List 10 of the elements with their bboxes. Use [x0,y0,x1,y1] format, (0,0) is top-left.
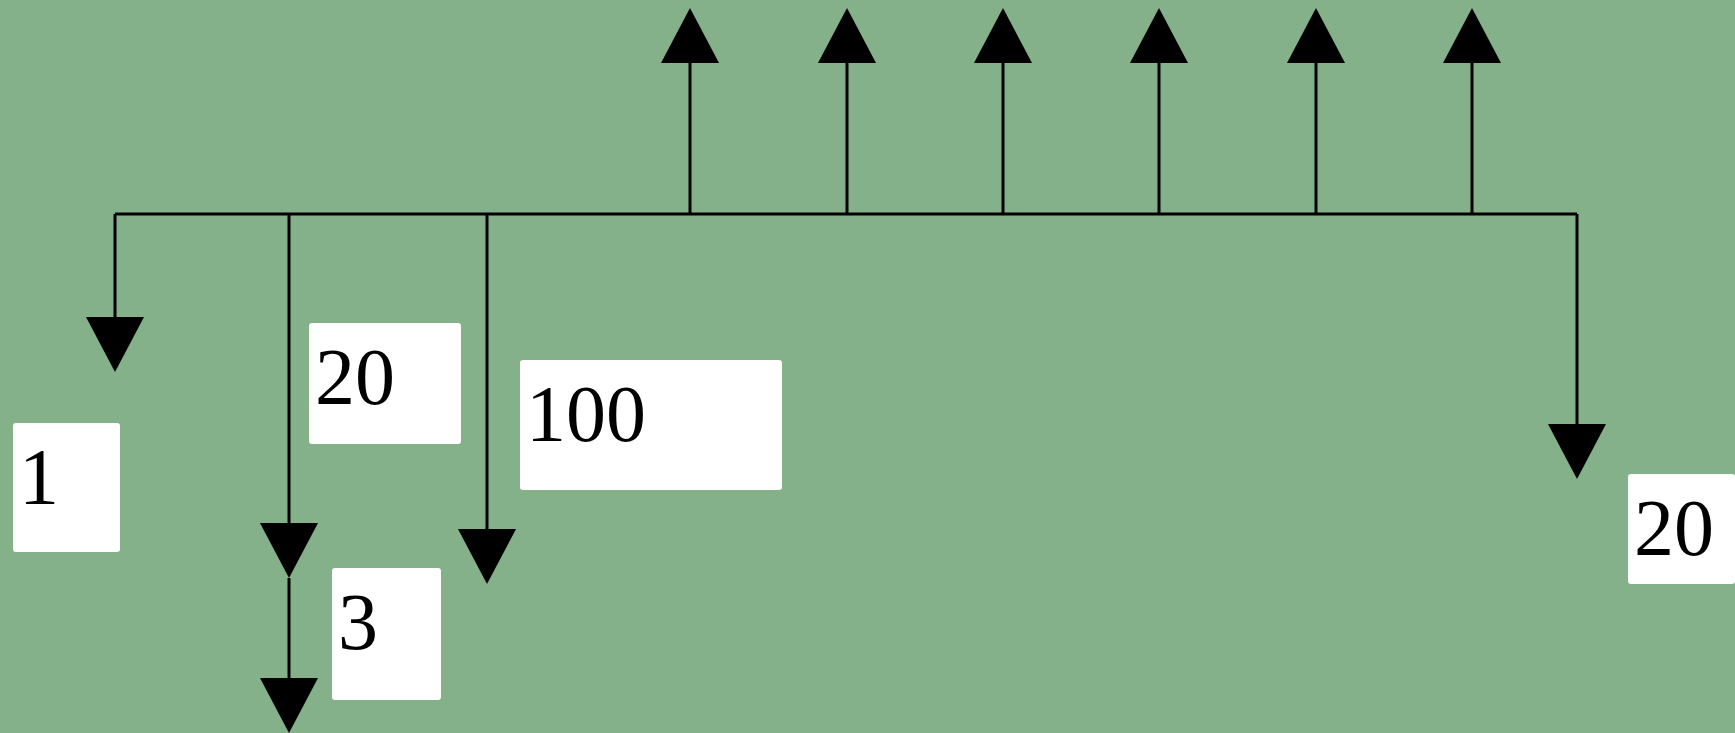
value-box [1628,474,1735,584]
cash-amount: 20 [315,333,395,421]
value-box [13,423,120,552]
value-box [309,323,461,444]
cash-amount: 1 [19,433,59,521]
value-box [332,568,441,700]
cash-amount: 100 [526,370,646,458]
value-box [520,360,782,490]
cash-amount: 20 [1634,484,1714,572]
cash-amount: 3 [338,578,378,666]
